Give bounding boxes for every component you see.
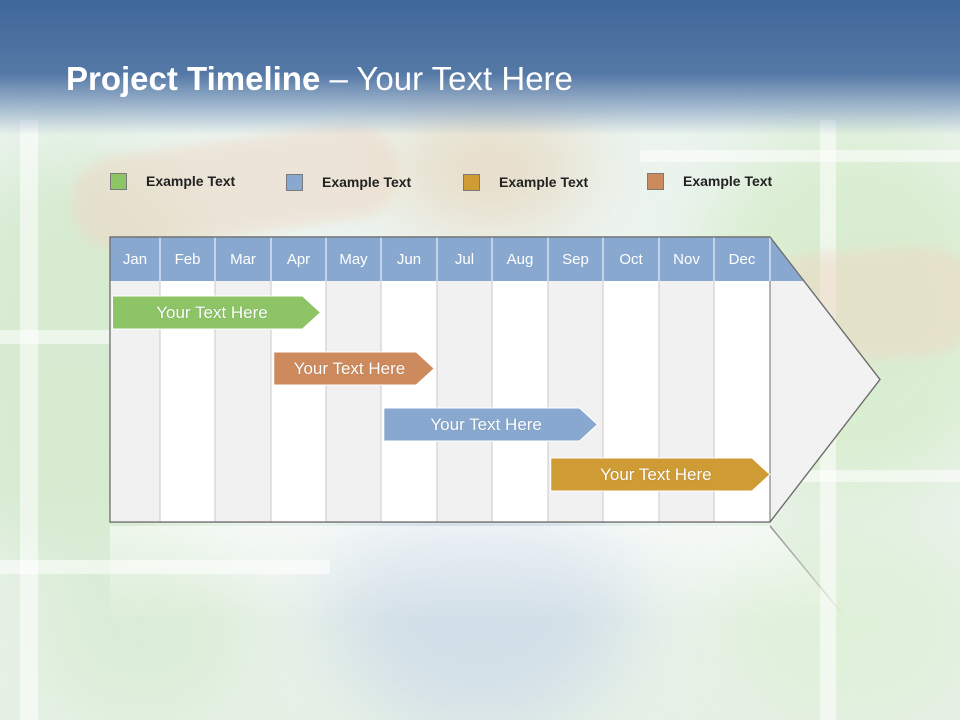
month-label-mar: Mar	[230, 250, 256, 268]
legend-swatch-blue	[286, 173, 303, 191]
month-label-oct: Oct	[619, 250, 643, 268]
month-label-aug: Aug	[506, 250, 534, 268]
legend-swatch-green	[110, 172, 127, 190]
legend-label: Example Text	[322, 174, 412, 190]
month-header-cell	[381, 237, 437, 281]
month-column	[381, 281, 437, 522]
task-label-1: Your Text Here	[156, 302, 268, 322]
month-header-cell	[160, 237, 215, 281]
month-label-may: May	[339, 250, 368, 268]
title-bold: Project Timeline	[66, 60, 321, 97]
month-header-cell	[326, 237, 381, 281]
task-label-2: Your Text Here	[293, 358, 406, 378]
month-label-nov: Nov	[673, 250, 700, 268]
legend-item-1: Example Text	[110, 170, 235, 192]
task-label-4: Your Text Here	[600, 464, 712, 484]
task-bar-4	[550, 457, 771, 492]
legend-label: Example Text	[683, 173, 773, 189]
legend-item-2: Example Text	[286, 171, 411, 193]
month-header-cell	[548, 237, 603, 281]
month-header-cell	[437, 237, 492, 281]
header-band	[0, 0, 960, 135]
month-label-jun: Jun	[396, 250, 422, 268]
month-header-cell	[603, 237, 659, 281]
month-header-cell	[110, 237, 160, 281]
month-column	[437, 281, 492, 522]
task-label-3: Your Text Here	[430, 414, 542, 434]
task-bar-2	[273, 351, 435, 386]
timeline-outline	[109, 236, 881, 523]
legend-item-4: Example Text	[647, 170, 772, 192]
legend-item-3: Example Text	[463, 171, 588, 193]
legend-swatch-brown	[647, 172, 664, 190]
legend-label: Example Text	[499, 174, 589, 190]
month-header-cell	[271, 237, 326, 281]
month-label-feb: Feb	[174, 250, 201, 268]
month-label-jan: Jan	[122, 250, 148, 268]
month-label-apr: Apr	[286, 250, 311, 268]
month-column	[326, 281, 381, 522]
month-column	[492, 281, 548, 522]
month-label-sep: Sep	[562, 250, 589, 268]
month-label-dec: Dec	[728, 250, 756, 268]
month-header-cell	[215, 237, 271, 281]
month-header-cell	[492, 237, 548, 281]
task-bar-3	[383, 407, 599, 442]
timeline-reflection	[110, 526, 845, 622]
legend-swatch-gold	[463, 173, 480, 191]
title-rest: – Your Text Here	[320, 60, 573, 97]
task-bar-1	[112, 295, 322, 330]
month-header-cell	[659, 237, 714, 281]
month-label-jul: Jul	[454, 250, 475, 268]
page-title: Project Timeline – Your Text Here	[66, 60, 573, 98]
month-header-cell	[714, 237, 770, 281]
reflection-edge-right	[769, 525, 846, 618]
legend-label: Example Text	[146, 173, 236, 189]
